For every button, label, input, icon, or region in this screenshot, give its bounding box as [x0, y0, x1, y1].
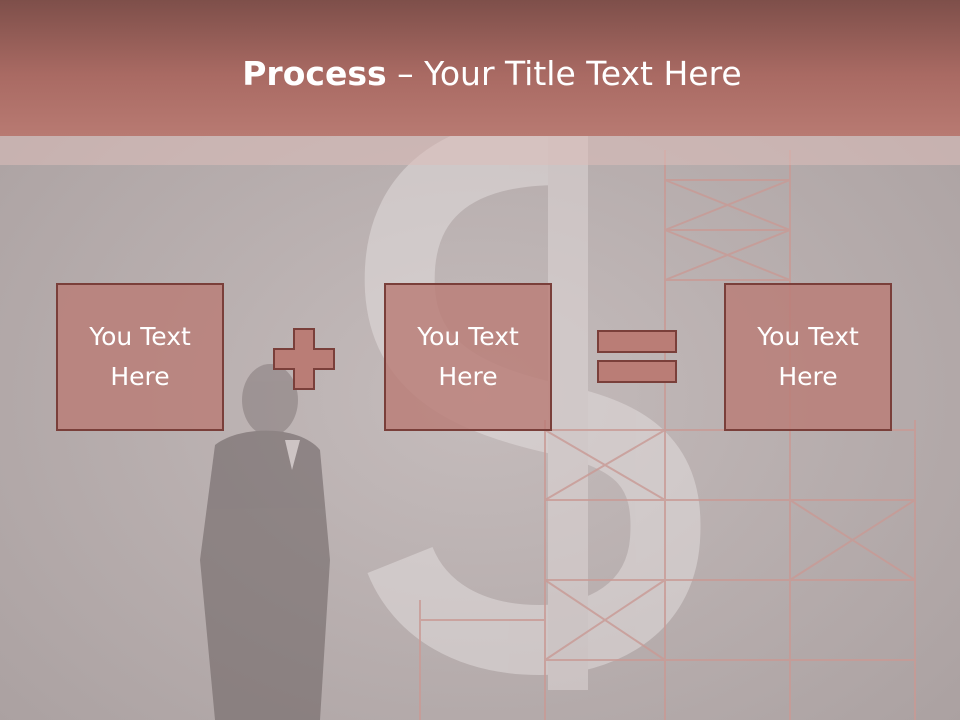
title-bold-text: Process: [242, 54, 387, 93]
process-box-3[interactable]: You Text Here: [724, 283, 892, 431]
process-box-1-label: You Text Here: [89, 322, 191, 391]
title-bar: [0, 0, 960, 136]
slide-title[interactable]: Process – Your Title Text Here: [0, 52, 960, 96]
process-box-2[interactable]: You Text Here: [384, 283, 552, 431]
process-box-1[interactable]: You Text Here: [56, 283, 224, 431]
equals-icon: [597, 330, 677, 383]
title-rest-text: – Your Title Text Here: [386, 54, 742, 93]
process-box-3-label: You Text Here: [757, 322, 859, 391]
scaffolding-icon: [419, 150, 916, 720]
man-silhouette-icon: [200, 364, 330, 720]
process-box-2-label: You Text Here: [417, 322, 519, 391]
title-bar-strip: [0, 136, 960, 165]
plus-icon: [273, 328, 335, 390]
dollar-sign-icon: [364, 115, 701, 690]
